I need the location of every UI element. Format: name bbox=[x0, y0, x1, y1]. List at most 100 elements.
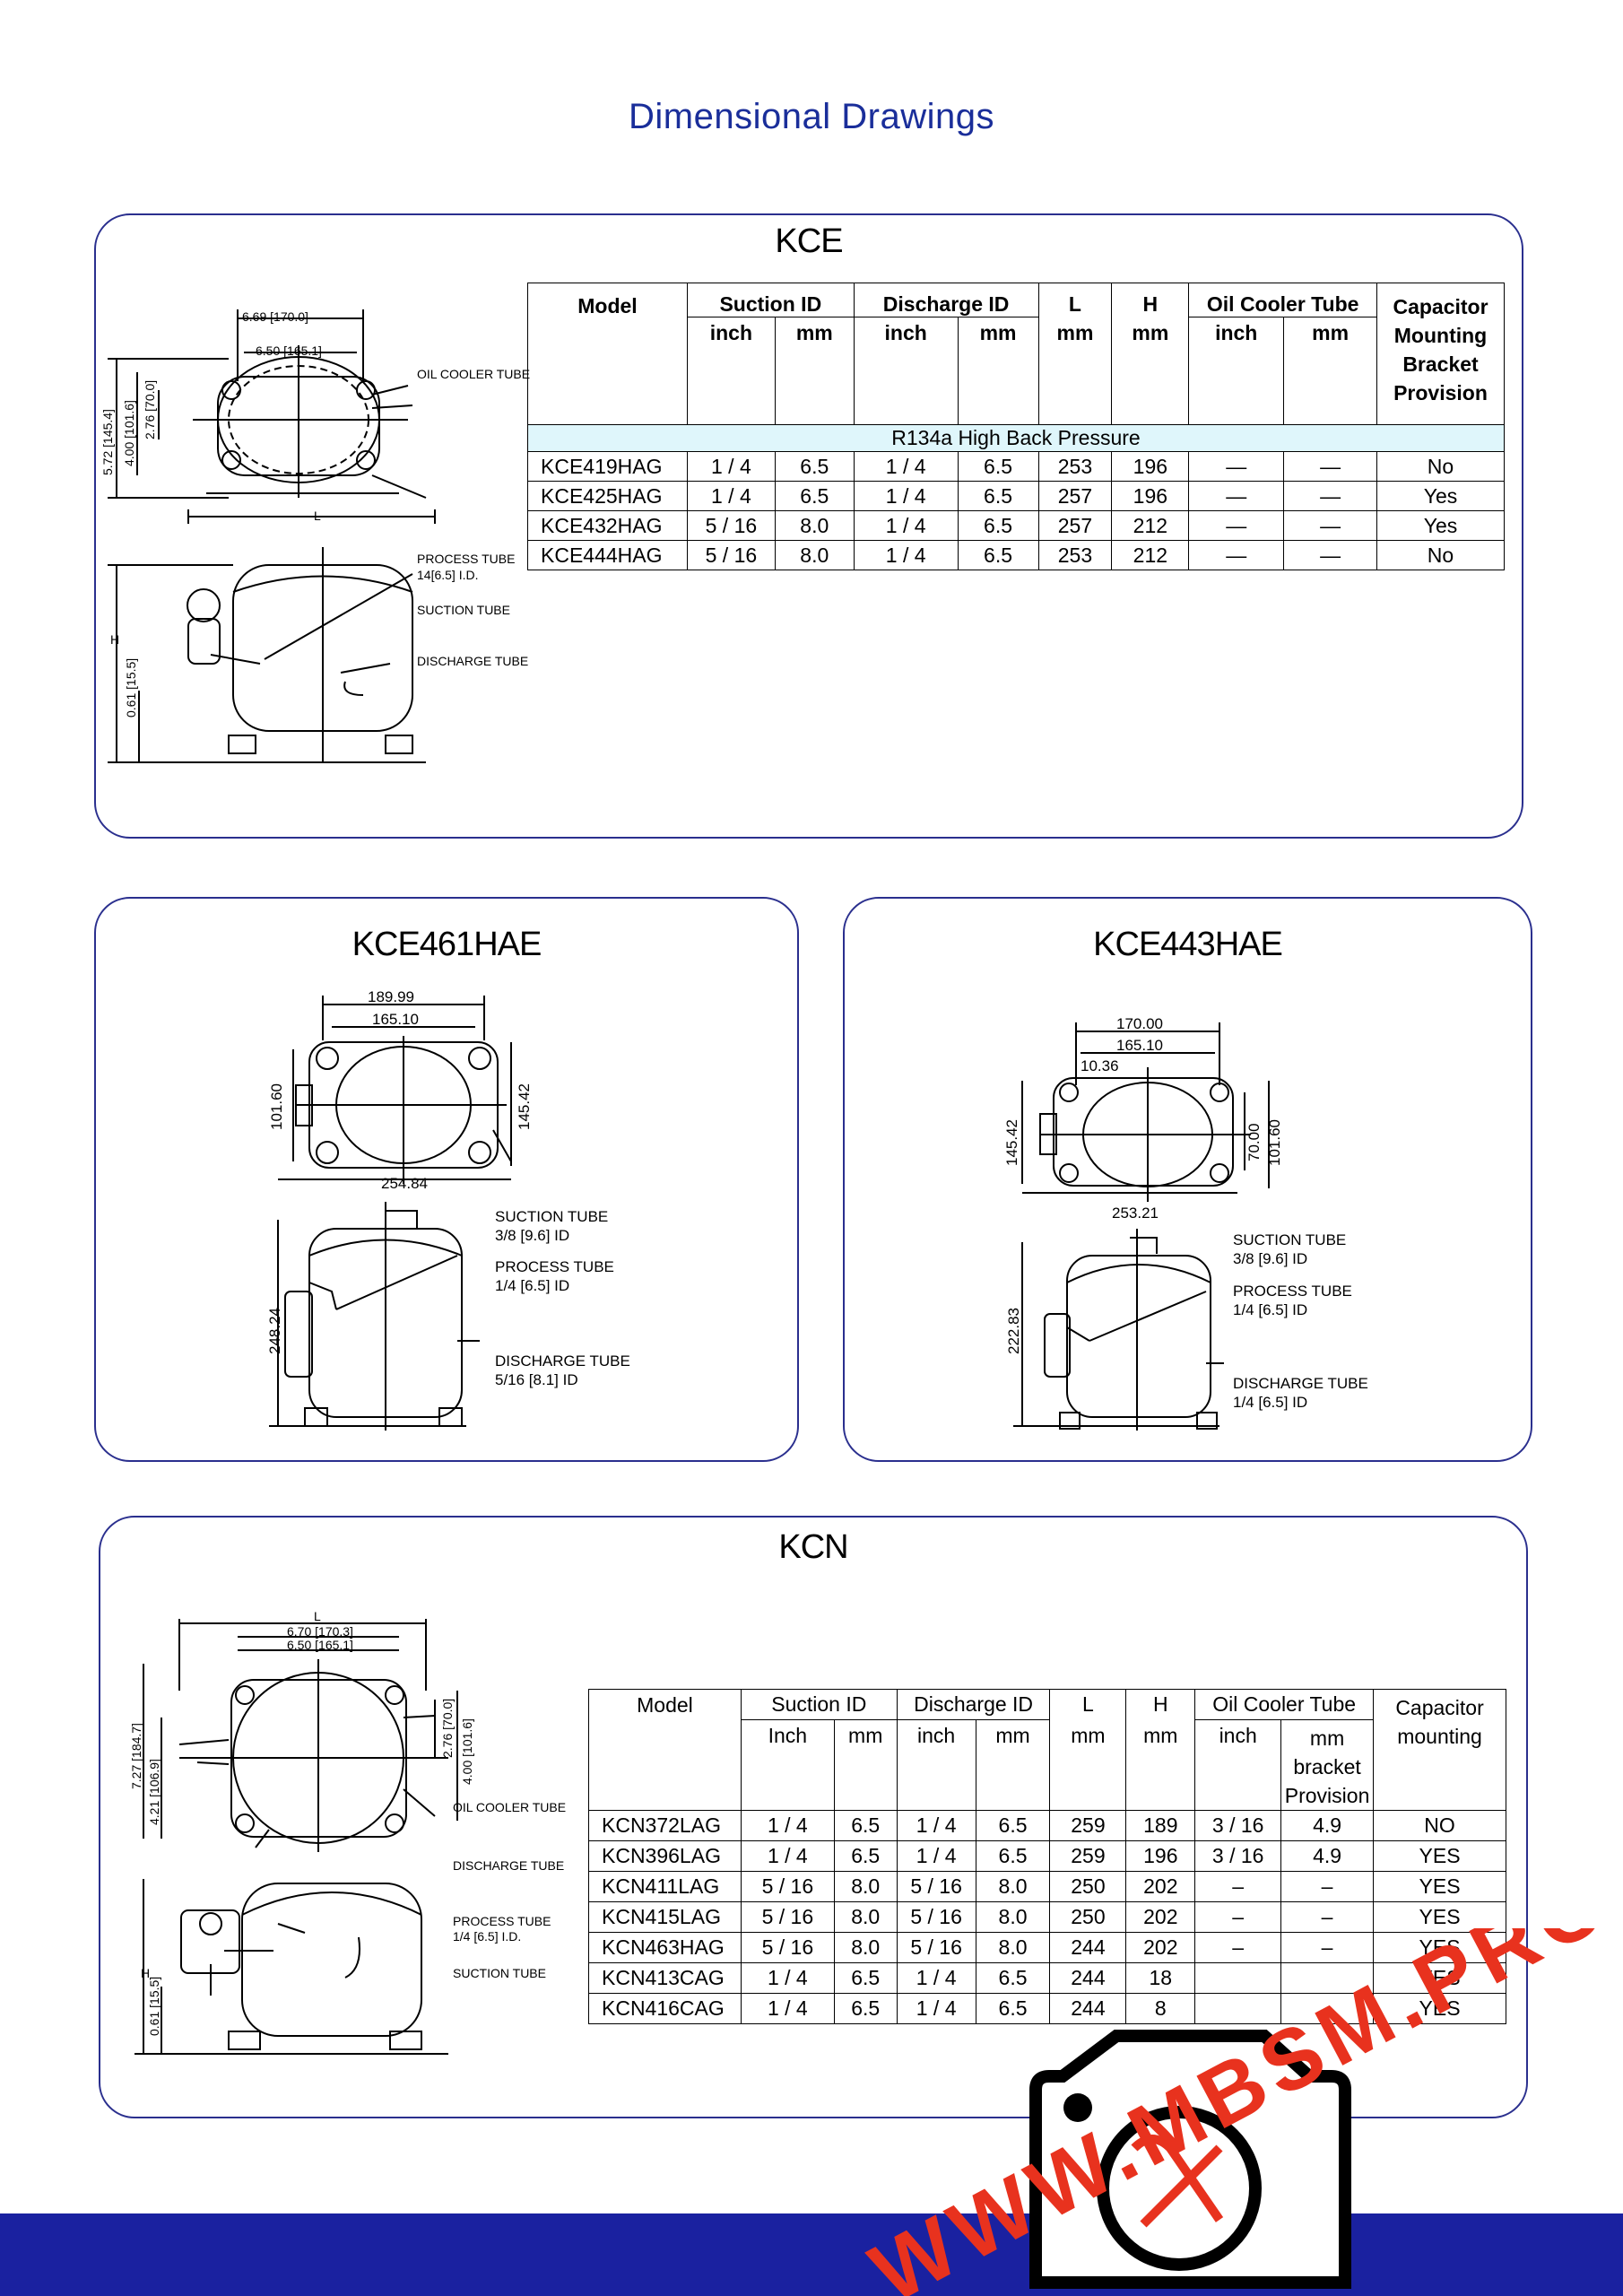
kcn-cell: KCN413CAG bbox=[588, 1962, 742, 1994]
kce461-drawing: 189.99 165.10 101.60 145.42 254.84 248.2… bbox=[266, 988, 630, 1431]
kcn-cell: 5 / 16 bbox=[740, 1901, 835, 1933]
kce-cell: 212 bbox=[1111, 540, 1190, 570]
kcn-cell: 259 bbox=[1049, 1840, 1127, 1872]
kcn-cell: 3 / 16 bbox=[1194, 1810, 1282, 1841]
kce-col-model: Model bbox=[527, 283, 688, 425]
kcn-cell: 6.5 bbox=[975, 1810, 1051, 1841]
kcn-cell: KCN372LAG bbox=[588, 1810, 742, 1841]
kcn-cell: YES bbox=[1373, 1840, 1506, 1872]
kcn-cell: 6.5 bbox=[833, 1840, 898, 1872]
kcn-cell: 6.5 bbox=[975, 1993, 1051, 2024]
kcn-cell: KCN411LAG bbox=[588, 1871, 742, 1902]
kce-cell: 196 bbox=[1111, 481, 1190, 511]
kcn-oil-label: OIL COOLER TUBE bbox=[453, 1800, 566, 1814]
kce443-dim-d3: 10.36 bbox=[1081, 1057, 1119, 1074]
kce-col-l: L bbox=[1037, 283, 1113, 317]
kce443-suction-id: 3/8 [9.6] ID bbox=[1233, 1250, 1307, 1267]
kce-sub-mm: mm bbox=[957, 317, 1039, 425]
kce-cell: — bbox=[1188, 481, 1285, 511]
kcn-process-id: 1/4 [6.5] I.D. bbox=[453, 1929, 521, 1944]
kcn-cell: – bbox=[1194, 1901, 1282, 1933]
kce-cell: KCE425HAG bbox=[527, 481, 688, 511]
kcn-cell: 5 / 16 bbox=[896, 1901, 976, 1933]
kcn-cell: 6.5 bbox=[833, 1962, 898, 1994]
kcn-title: KCN bbox=[778, 1528, 848, 1566]
kce-dim-v2: 4.00 [101.6] bbox=[122, 400, 136, 466]
kcn-sub-inch: Inch bbox=[740, 1719, 835, 1811]
kcn-cell: 8.0 bbox=[833, 1901, 898, 1933]
kcn-cell: 4.9 bbox=[1280, 1840, 1375, 1872]
kce-foot-label: 0.61 [15.5] bbox=[124, 658, 138, 718]
kcn-cell: 202 bbox=[1125, 1871, 1196, 1902]
kcn-col-l: L bbox=[1049, 1689, 1127, 1720]
kce-discharge-label: DISCHARGE TUBE bbox=[417, 654, 528, 668]
kcn-cell: 244 bbox=[1049, 1962, 1127, 1994]
kce-col-oil: Oil Cooler Tube bbox=[1188, 283, 1378, 317]
kce443-discharge-label: DISCHARGE TUBE bbox=[1233, 1375, 1368, 1392]
kce443-dim-v1: 145.42 bbox=[1004, 1119, 1020, 1166]
kce-drawing: 6.69 [170.0] 6.50 [165.1] OIL COOLER TUB… bbox=[103, 309, 530, 763]
kce-cell: 6.5 bbox=[774, 451, 855, 482]
kcn-cell: 196 bbox=[1125, 1840, 1196, 1872]
kce443-dim-d1: 170.00 bbox=[1116, 1015, 1163, 1032]
kce-cell: 1 / 4 bbox=[853, 510, 959, 541]
kcn-sub-inch: inch bbox=[896, 1719, 976, 1811]
kcn-cell: 5 / 16 bbox=[896, 1871, 976, 1902]
kce-dim-d2: 6.50 [165.1] bbox=[256, 344, 322, 358]
kce461-suction-label: SUCTION TUBE bbox=[495, 1208, 608, 1225]
kcn-sub-mm: mm bbox=[833, 1719, 898, 1811]
kce-cell: 196 bbox=[1111, 451, 1190, 482]
kcn-sub-inch: inch bbox=[1194, 1719, 1282, 1811]
kce-cell: 1 / 4 bbox=[853, 540, 959, 570]
kce-cell: 8.0 bbox=[774, 510, 855, 541]
kcn-cell: 250 bbox=[1049, 1901, 1127, 1933]
kcn-cell: 5 / 16 bbox=[740, 1871, 835, 1902]
kcn-panel: KCN bbox=[99, 1516, 1528, 2118]
kce461-discharge-label: DISCHARGE TUBE bbox=[495, 1352, 630, 1370]
kce-cell: — bbox=[1283, 540, 1378, 570]
kce-sub-inch: inch bbox=[1188, 317, 1285, 425]
kce-cell: KCE432HAG bbox=[527, 510, 688, 541]
kce-cell: 257 bbox=[1037, 510, 1113, 541]
kce-cell: 1 / 4 bbox=[853, 451, 959, 482]
kce-cell: Yes bbox=[1376, 510, 1505, 541]
kce-cell: — bbox=[1188, 451, 1285, 482]
kce-process-label: PROCESS TUBE bbox=[417, 552, 515, 566]
kcn-cell: 1 / 4 bbox=[740, 1840, 835, 1872]
kce443-dim-h: 222.83 bbox=[1005, 1308, 1022, 1354]
kcn-col-suction: Suction ID bbox=[740, 1689, 898, 1720]
kce-oil-label: OIL COOLER TUBE bbox=[417, 367, 530, 381]
kce-cell: Yes bbox=[1376, 481, 1505, 511]
kce461-panel: KCE461HAE bbox=[94, 897, 799, 1462]
kce443-title: KCE443HAE bbox=[1093, 926, 1283, 963]
kce-cell: 212 bbox=[1111, 510, 1190, 541]
watermark: WWW.MBSM.PRO bbox=[856, 1928, 1623, 2296]
kce-sub-inch: inch bbox=[853, 317, 959, 425]
kcn-col-discharge: Discharge ID bbox=[896, 1689, 1051, 1720]
kcn-sub-oil-mm: mm bracket Provision bbox=[1280, 1719, 1375, 1811]
kce-suction-label: SUCTION TUBE bbox=[417, 603, 510, 617]
kce-cell: 6.5 bbox=[957, 540, 1039, 570]
kcn-cell: 1 / 4 bbox=[740, 1810, 835, 1841]
kce-sub-inch: inch bbox=[686, 317, 776, 425]
kcn-cell: 250 bbox=[1049, 1871, 1127, 1902]
kce-cell: — bbox=[1283, 481, 1378, 511]
kce-panel: KCE bbox=[94, 213, 1523, 839]
kce-cell: KCE444HAG bbox=[527, 540, 688, 570]
kcn-cell: 6.5 bbox=[833, 1993, 898, 2024]
kcn-cell: KCN396LAG bbox=[588, 1840, 742, 1872]
kce-cell: 1 / 4 bbox=[686, 481, 776, 511]
kce443-suction-label: SUCTION TUBE bbox=[1233, 1231, 1346, 1248]
kcn-cell: 1 / 4 bbox=[896, 1840, 976, 1872]
kce-dim-d1: 6.69 [170.0] bbox=[242, 309, 308, 324]
kcn-cell: 8 bbox=[1125, 1993, 1196, 2024]
page-title: Dimensional Drawings bbox=[629, 97, 994, 136]
kce-l-label: L bbox=[314, 509, 321, 523]
kce-dim-v3: 2.76 [70.0] bbox=[143, 380, 157, 439]
kcn-cell: 6.5 bbox=[833, 1810, 898, 1841]
kce-cell: 253 bbox=[1037, 540, 1113, 570]
kcn-cell bbox=[1194, 1993, 1282, 2024]
